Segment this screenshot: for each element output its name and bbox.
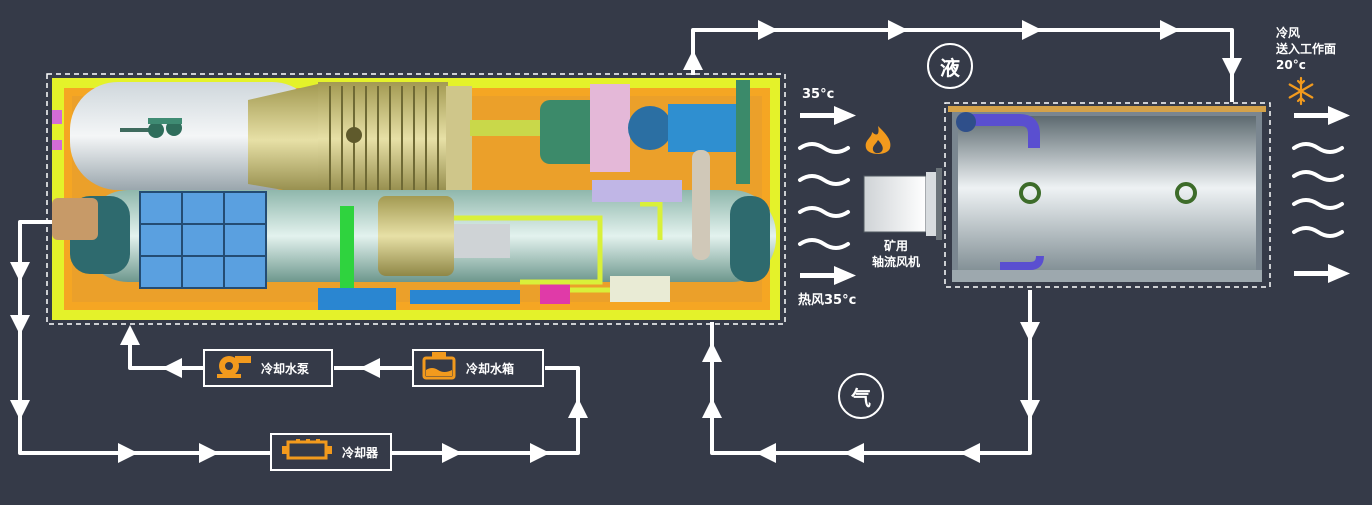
cooler-icon <box>280 439 334 465</box>
arrow-left <box>756 443 776 463</box>
control-panel <box>139 191 267 289</box>
arrow-left <box>360 358 380 378</box>
chiller-unit <box>46 73 786 325</box>
arrow-right <box>1022 20 1042 40</box>
arrow-up <box>120 325 140 345</box>
arrow-left <box>162 358 182 378</box>
arrow-up <box>702 398 722 418</box>
arrow-right <box>888 20 908 40</box>
arrow-down <box>1020 400 1040 420</box>
evaporator-dashed-border <box>944 102 1271 288</box>
arrow-up <box>683 50 703 70</box>
cooling-water-pump-box: 冷却水泵 <box>203 349 333 387</box>
arrow-down <box>10 262 30 282</box>
tank-valve <box>120 118 182 138</box>
fire-icon <box>865 126 891 154</box>
arrow-right <box>442 443 462 463</box>
cooling-water-tank-box: 冷却水箱 <box>412 349 544 387</box>
arrow-down <box>1020 322 1040 342</box>
pump-to-machine-line <box>128 330 203 370</box>
cooler-label: 冷却器 <box>342 445 379 460</box>
evaporator-shell <box>958 116 1256 276</box>
oil-pump <box>378 196 454 276</box>
arrow-left <box>960 443 980 463</box>
arrow-down <box>10 400 30 420</box>
hot-air-out-label: 热风35°c <box>798 293 857 308</box>
arrow-down <box>10 315 30 335</box>
arrow-down <box>1222 58 1242 78</box>
arrow-right <box>1160 20 1180 40</box>
pump-icon <box>213 354 253 382</box>
air-flow-hot <box>798 142 850 250</box>
cooler-box: 冷却器 <box>270 433 392 471</box>
cold-air-arrows <box>1294 106 1350 283</box>
tank-label: 冷却水箱 <box>466 361 515 376</box>
unit-dashed-border <box>46 73 786 325</box>
gas-phase-badge: 气 <box>838 373 884 419</box>
pump-label: 冷却水泵 <box>261 361 310 376</box>
cold-air-temp: 20°c <box>1276 58 1306 72</box>
water-tank-icon <box>422 352 458 384</box>
hot-air-in-temp: 35°c <box>802 87 835 102</box>
fan-label: 矿用 轴流风机 <box>872 239 921 269</box>
arrow-up <box>702 342 722 362</box>
evaporator-inlet-pipe <box>966 114 1040 148</box>
cold-air-title: 冷风 <box>1276 26 1301 40</box>
compressor-motor <box>318 82 448 196</box>
arrow-right <box>199 443 219 463</box>
liquid-phase-badge: 液 <box>927 43 973 89</box>
mining-axial-fan <box>863 168 942 240</box>
hot-air-arrows <box>800 106 856 285</box>
arrow-right <box>758 20 778 40</box>
inlet-pipe <box>52 198 98 240</box>
arrow-up <box>568 398 588 418</box>
motor-end-cap <box>248 84 318 196</box>
flow-arrows <box>10 20 1242 463</box>
arrow-right <box>530 443 550 463</box>
arrow-left <box>844 443 864 463</box>
arrow-right <box>118 443 138 463</box>
cold-air-destination: 送入工作面 <box>1276 42 1337 56</box>
snowflake-icon <box>1288 76 1314 106</box>
evaporator <box>944 102 1271 288</box>
air-flow-cold <box>1292 142 1344 238</box>
gas-line <box>710 290 1032 455</box>
